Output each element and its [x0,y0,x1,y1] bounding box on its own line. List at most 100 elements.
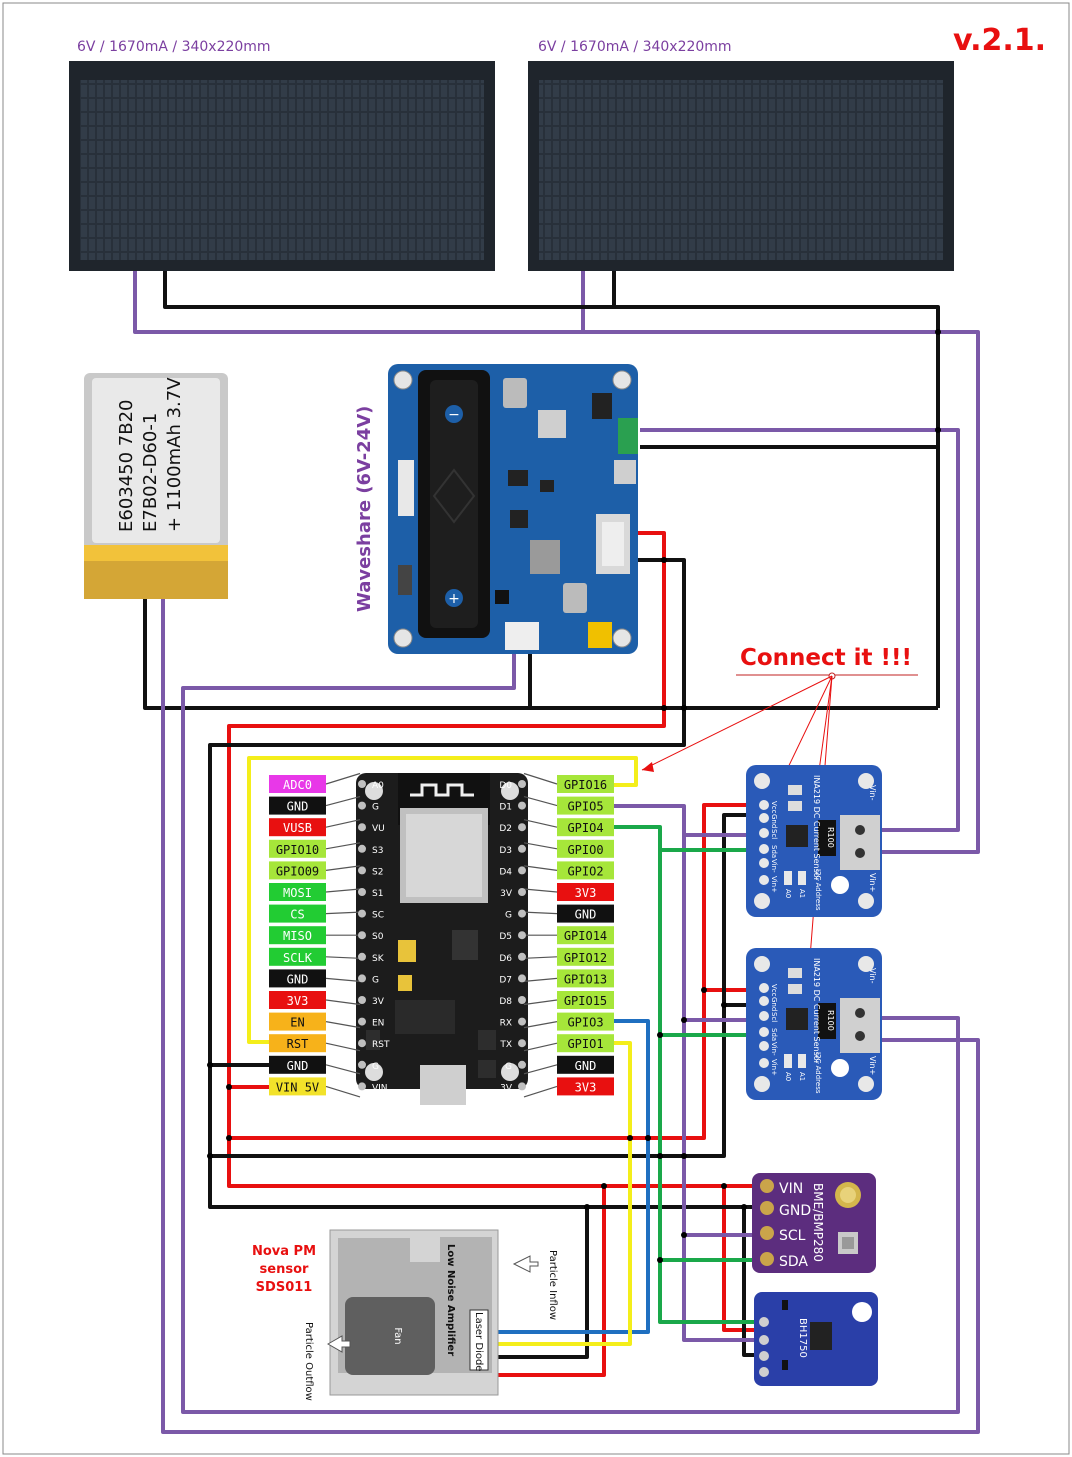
nodemcu-pin-left [358,952,366,961]
bme-pin-vin [760,1179,774,1193]
nodemcu-pin-left-name: G [372,803,379,813]
waveshare-solar-board: − + [388,364,638,654]
sds-outflow-label: Particle Outflow [303,1322,314,1401]
bme-pin-label-sda: SDA [779,1254,808,1270]
ina219-title: INA219 DC Current Sensor [812,958,821,1065]
bme-pin-sda [760,1252,774,1266]
wire-gnd-sds [496,1207,589,1359]
holder-minus: − [448,407,460,423]
wire-vcc-bus-ina1 [227,803,760,1140]
sds-inflow-label: Particle Inflow [547,1250,558,1320]
left-pin-label-text: MISO [283,929,312,943]
left-pin-label-text: RST [287,1037,309,1051]
ina219-vin-minus: Vin- [868,785,877,801]
version-label: v.2.1. [953,23,1046,58]
nodemcu-pin-right [518,952,526,961]
ina219-vin-plus: Vin+ [868,873,877,892]
ina219-pin [759,800,769,810]
nodemcu-pin-right-name: D0 [499,781,512,791]
wire-gnd-bme [208,1156,760,1209]
ina219-pin [759,828,769,838]
sds-title-line1: Nova PM [252,1244,316,1259]
bme-pin-label-vin: VIN [779,1181,803,1197]
right-pin-label-text: GPIO15 [564,994,607,1008]
ina219-pin-label: Sda [770,1028,778,1041]
left-pin-label-text: GND [287,1059,309,1073]
left-pin-label-text: MOSI [283,886,312,900]
right-pin-label-text: GPIO0 [567,843,603,857]
nodemcu-pin-left-name: SC [372,911,384,921]
ina219-pin [759,1058,769,1068]
junction-dots [207,329,941,1263]
nodemcu-pin-right [518,1060,526,1069]
bme280-board: VIN GND SCL SDA BME/BMP280 [752,1173,876,1273]
wire-scl-bh1750 [682,1235,760,1342]
right-pin-label-text: GND [575,1059,597,1073]
nodemcu-pin-right [518,931,526,940]
ina219-pin [759,858,769,868]
right-pin-label-text: GPIO2 [567,864,603,878]
nodemcu-pin-left-name: 3V [372,997,385,1007]
wire-battery-negative [143,596,938,710]
nodemcu-pin-right [518,844,526,853]
nodemcu-pin-right-name: D7 [499,975,512,985]
wire-gpio3-sds [496,1019,650,1334]
wire-gpio16-rst [247,756,638,1044]
right-pin-label-text: GPIO1 [567,1037,603,1051]
left-pin-label-text: GPIO10 [276,843,319,857]
sds-fan-label: Fan [392,1327,403,1344]
left-pin-label: 3V3 3V [269,991,385,1009]
nodemcu-pin-left [358,866,366,875]
ina219-pin [759,983,769,993]
left-pin-label-text: CS [290,908,304,922]
ina219-pin-label: Scl [770,829,778,839]
ina219-a0: A0 [784,1072,792,1081]
nodemcu-pin-left-name: S3 [372,846,383,856]
nodemcu-pin-left [358,974,366,983]
nodemcu-pin-left [358,931,366,940]
right-pin-label-text: GPIO14 [564,929,607,943]
left-pin-label-text: VUSB [283,821,312,835]
wire-battery-positive [161,596,980,1434]
nodemcu-pin-left [358,909,366,918]
left-pin-label-text: VIN 5V [276,1080,319,1094]
holder-plus: + [448,591,460,607]
wire-solar-negative [163,271,940,708]
ina219-pin-label: Vin- [770,1042,778,1056]
wire-battery-holder [181,650,960,1414]
sds-amp-label: Low Noise Amplifier [445,1244,456,1356]
solar-panel-right: 6V / 1670mA / 340x220mm [528,39,954,271]
nodemcu-pin-left [358,1060,366,1069]
ina219-pin [759,1011,769,1021]
nodemcu-pin-left [358,801,366,810]
ina219-shunt: R100 [826,827,835,848]
left-pin-label: GPIO10 S3 [269,839,383,858]
wires [133,271,980,1434]
left-pin-label-text: 3V3 [287,994,309,1008]
ina219-pin [759,996,769,1006]
nodemcu-pin-right-name: D6 [499,954,512,964]
ina219-addr: I2C Address [814,869,822,911]
wire-vcc-bme [227,1138,760,1188]
nodemcu-pin-left-name: A0 [372,781,384,791]
solar-panel-left: 6V / 1670mA / 340x220mm [69,39,495,271]
right-pin-label-text: 3V3 [575,886,597,900]
nodemcu-pin-right-name: D5 [499,932,512,942]
ina219-a1: A1 [798,889,806,898]
